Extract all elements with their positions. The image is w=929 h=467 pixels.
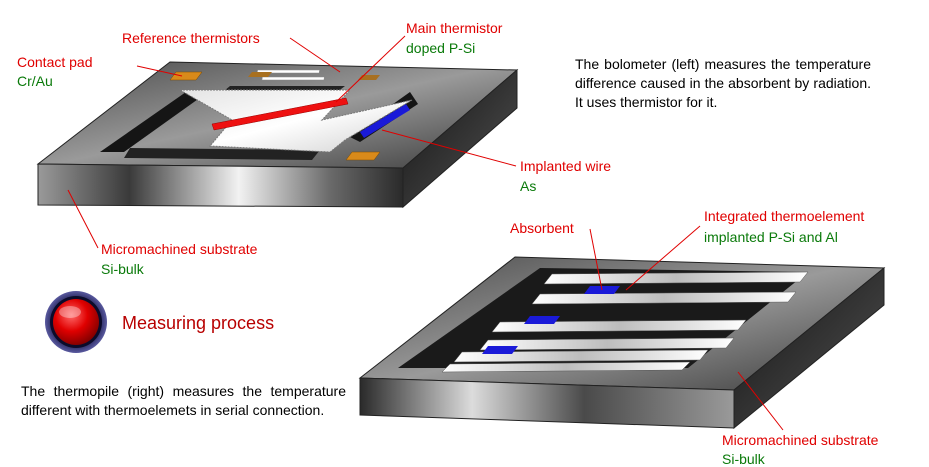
thermopile-chip [358,256,886,430]
thermoelement-strip-6 [441,361,691,373]
leader-reference-thermistors [289,37,341,73]
thermoelement-strip-4 [479,337,735,351]
substrate-right-material: Si-bulk [722,451,765,467]
leader-substrate-right [737,371,784,431]
thermopile-description: The thermopile (right) measures the temp… [21,383,346,418]
absorbent-3 [482,346,518,354]
thermoelement-strip-1 [543,271,809,285]
contact-pad-4 [345,151,381,161]
integrated-thermoelement-material: implanted P-Si and Al [704,229,838,245]
bolometer-right-face [402,68,518,209]
thermoelement-strip-5 [453,349,709,363]
thermoelement-strip-2 [531,291,797,305]
reference-thermistor-1 [256,69,320,74]
measuring-process-button-icon[interactable] [45,291,107,353]
contact-pad-label: Contact pad [17,54,93,70]
contact-pad-2 [248,72,272,77]
contact-pad-material: Cr/Au [17,73,53,89]
bolometer-description: The bolometer (left) measures the temper… [575,56,871,110]
measuring-process-label[interactable]: Measuring process [122,313,275,333]
main-thermistor [211,97,349,131]
reference-thermistors-label: Reference thermistors [122,30,260,46]
bolometer-front-face [37,163,404,208]
substrate-left-material: Si-bulk [101,261,144,277]
thermoelement-strip-3 [491,319,747,333]
leader-contact-pad [136,65,183,77]
bolometer-cavity-bottom [124,148,320,160]
substrate-right-label: Micromachined substrate [722,432,879,448]
bolometer-chip [36,61,519,209]
integrated-thermoelement-label: Integrated thermoelement [704,208,865,224]
implanted-wire-label: Implanted wire [520,158,612,174]
thermopile-right-face [733,266,885,430]
bolometer-cavity-left [100,92,208,152]
absorbent-label: Absorbent [510,220,574,236]
main-thermistor-label: Main thermistor [406,20,503,36]
implanted-wire-material: As [520,178,537,194]
leader-substrate-left [67,189,99,249]
leader-lines [67,35,784,431]
reference-thermistor-2 [261,76,325,81]
main-thermistor-material: doped P-Si [406,40,476,56]
absorbent-2 [524,316,560,324]
leader-main-thermistor [335,35,406,103]
contact-pad-1 [169,71,203,81]
implanted-wire [360,104,410,138]
leader-implanted-wire [381,129,517,167]
substrate-left-label: Micromachined substrate [101,241,258,257]
leader-thermoelement [625,225,701,291]
leader-absorbent [589,228,603,291]
